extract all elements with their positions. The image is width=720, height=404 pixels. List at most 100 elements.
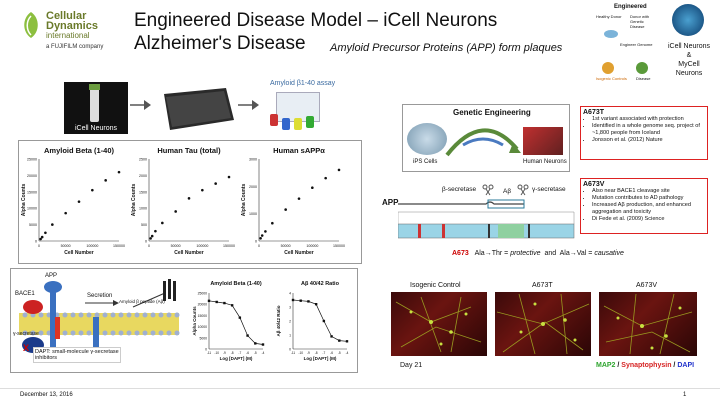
scatter-ytick-0-2: 10000 [27,207,37,211]
scatter-point-1-5 [187,197,191,200]
image-label-isogenic: Isogenic Control [410,282,461,289]
scatter-title-2: Human sAPPα [273,146,325,155]
workflow-arrow-1 [130,100,151,110]
secretion-label: Secretion [87,293,113,299]
icell-vial-photo: iCell Neurons [64,82,128,134]
effect1-italic: protective [510,250,541,257]
effect2-italic: causative [594,250,624,257]
vial-tube [90,86,99,122]
scatter-title-0: Amyloid Beta (1-40) [44,146,115,155]
page-subtitle: Amyloid Precursor Proteins (APP) form pl… [330,42,563,54]
logo-fujifilm: a FUJIFILM company [46,44,104,50]
amyloid-peptide-label: Amyloid β peptide (Aβ) [119,299,165,304]
dose-xtick-1-6: -5 [338,351,341,355]
scatter-point-1-0 [149,237,152,240]
dose-ylabel-0: Alpha Counts [192,306,197,336]
scatter-point-1-8 [227,175,231,179]
scatter-point-2-8 [337,168,341,172]
icell-mycell-labels: iCell Neurons & MyCell Neurons [664,42,714,78]
and-label: and [544,250,557,257]
scatter-point-2-1 [260,234,264,237]
dose-ytick-1-1: 1 [289,334,291,338]
dapt-note: DAPT: small-molecule γ-secretase inhibit… [33,347,121,363]
logo-line3: international [46,31,90,40]
neurons-label: Neurons [675,70,703,77]
scatter-xtick-1-2: 100000 [196,244,208,248]
logo: Cellular Dynamics international a FUJIFI… [20,8,112,52]
scatter-point-1-2 [154,229,157,233]
flow-disease-label: Disease [636,76,651,81]
stain-synaptophysin: Synaptophysin [621,362,672,369]
a673t-title: A673T [583,109,605,116]
image-label-a673v: A673V [636,282,658,289]
dose-xtick-1-1: -10 [298,351,303,355]
footer-line [0,388,720,389]
scatter-point-0-1 [40,235,44,239]
vial-cap [89,84,100,90]
scatter-xlabel-1: Cell Number [174,250,204,256]
well-plate [164,88,234,130]
a673v-bullet-3: Increased Aβ production, and enhanced ag… [592,202,705,216]
dose-xtick-0-1: -10 [214,351,219,355]
dose-ytick-0-2: 10000 [198,325,208,329]
dose-xtick-0-5: -6 [246,351,249,355]
scatter-ytick-1-1: 500 [141,223,147,227]
app-label: APP [45,273,58,279]
scatter-ytick-0-5: 25000 [27,158,37,162]
scatter-xtick-2-2: 100000 [306,244,318,248]
scatter-point-0-4 [64,211,67,215]
vial-label: iCell Neurons [74,125,118,132]
scatter-point-2-4 [284,208,287,211]
mycell-label: MyCell [678,61,700,68]
kit-vial-blue [282,118,290,130]
scatter-ytick-0-3: 15000 [27,190,37,194]
dose-title-1: Aβ 40/42 Ratio [301,281,340,287]
a673v-info-box: A673V Also near BACE1 cleavage site Muta… [580,178,708,234]
scatter-xtick-1-3: 150000 [223,244,235,248]
assay-kit-image [266,90,326,134]
stain-slash-2: / [671,362,678,369]
scatter-ytick-0-4: 20000 [27,174,37,178]
scatter-point-0-7 [104,179,107,182]
scatter-point-1-6 [201,188,204,192]
flow-ipsc-dish [604,30,618,38]
abeta-label: Aβ [503,188,512,195]
scatter-point-2-0 [259,236,262,240]
flow-engineered-label: Engineered [614,4,647,10]
dose-xtick-1-0: -11 [291,351,296,355]
day-label: Day 21 [400,362,423,369]
icell-neuron-bubble [672,4,704,36]
scatter-xtick-2-3: 150000 [333,244,345,248]
dose-ytick-1-0: 0 [289,348,291,352]
dose-xtick-1-5: -6 [330,351,333,355]
mutation-label: A673 [452,250,469,257]
dose-ytick-0-5: 25000 [198,292,208,296]
flow-engineer-label: Engineer Genome [620,42,653,47]
dose-xtick-1-3: -8 [315,351,318,355]
page-title-line1: Engineered Disease Model – iCell Neurons [134,10,498,31]
amp-label: & [686,52,692,59]
scatter-title-1: Human Tau (total) [157,146,221,155]
app-protein-bar [398,199,575,239]
dose-title-0: Amyloid Beta (1-40) [210,281,262,287]
scatter-point-1-3 [161,221,164,225]
scatter-point-0-2 [44,231,47,235]
micrograph-isogenic [391,292,487,356]
dose-curve-0 [208,300,264,345]
stain-slash-1: / [615,362,622,369]
secretase-pathway-diagram [19,279,180,357]
scatter-point-2-3 [271,221,274,225]
a673t-bullet-3: Jonsson et al. (2012) Nature [592,137,705,144]
scatter-point-0-8 [117,170,121,174]
scatter-xtick-0-1: 50000 [61,244,71,248]
scatter-ytick-0-1: 5000 [29,223,37,227]
scatter-xtick-2-0: 0 [258,244,260,248]
dose-ylabel-1: Aβ 40/42 Ratio [276,305,281,336]
dose-ytick-0-4: 20000 [198,303,208,307]
dose-curve-1 [292,299,348,342]
micrograph-a673t [495,292,591,356]
kit-vial-red [270,114,278,126]
scatter-point-2-6 [311,186,314,189]
effect1-label: Ala→Thr = [474,250,511,257]
image-label-a673t: A673T [532,282,553,289]
